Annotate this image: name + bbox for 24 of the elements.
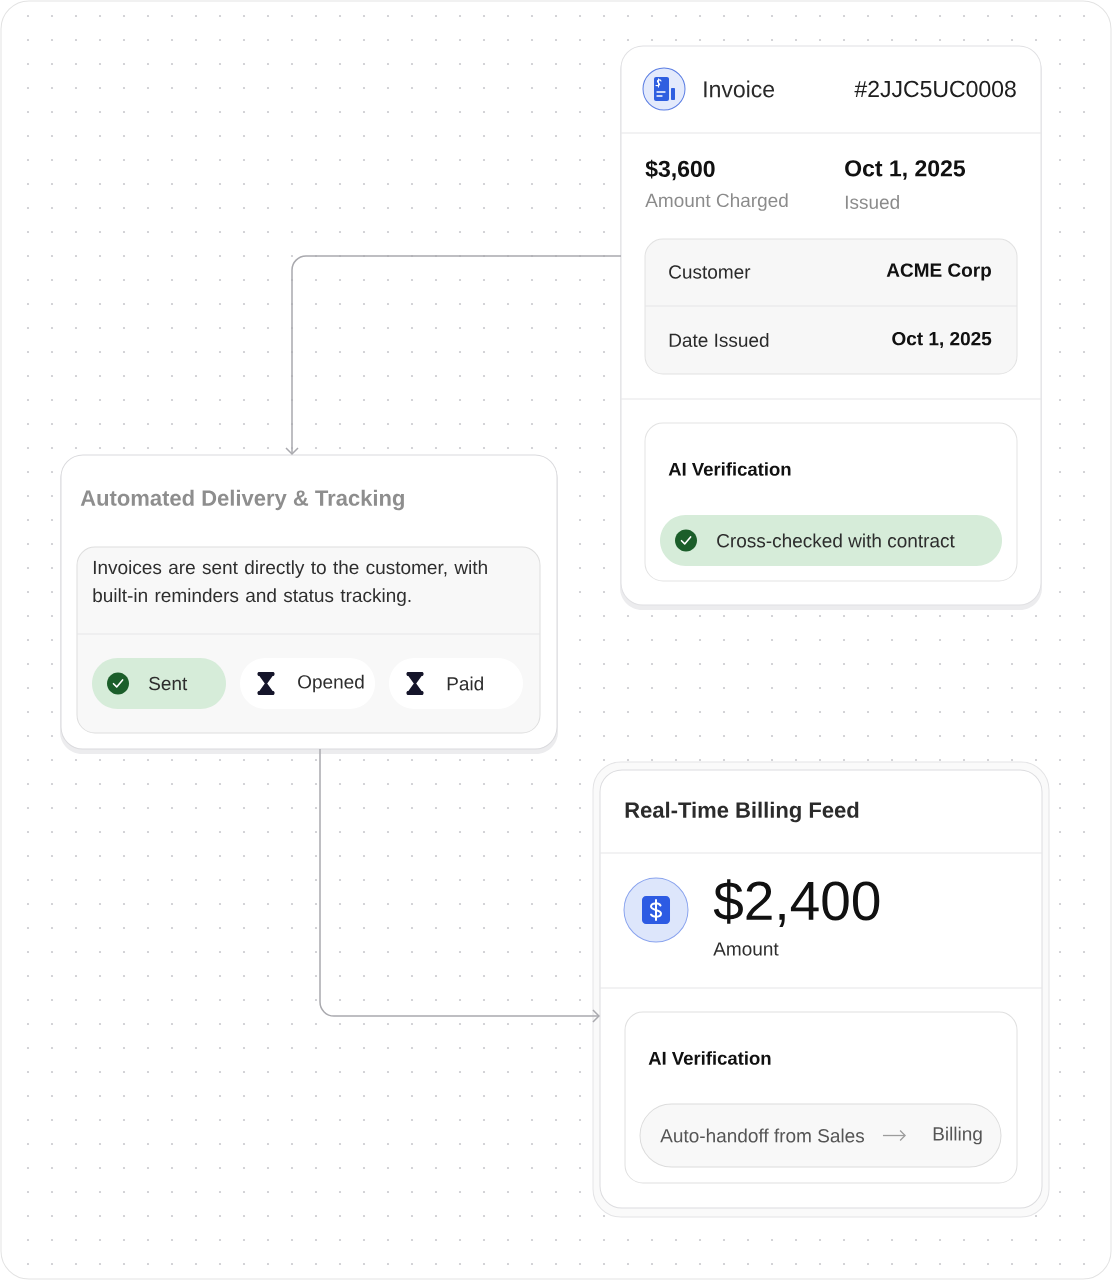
card-title: Invoice	[704, 80, 775, 98]
handoff-pill	[639, 1103, 1002, 1168]
field-label: Customer	[669, 265, 751, 279]
card-title: Automated Delivery & Tracking	[80, 489, 404, 511]
connector-arrow	[285, 255, 622, 455]
card-title: Real-Time Billing Feed	[625, 801, 859, 823]
description-text: Invoices are sent directly to the customer, with built-in reminders and status tracking.	[93, 560, 487, 606]
connector-arrow	[319, 748, 600, 1023]
flow-arrow	[882, 1129, 906, 1142]
amount-value: $2,400	[713, 879, 880, 927]
field-value: Oct 1, 2025	[892, 331, 992, 349]
panel-title: AI Verification	[648, 1051, 771, 1065]
field-label: Date Issued	[669, 333, 769, 347]
step-label: Billing	[933, 1126, 982, 1145]
date-value: Oct 1, 2025	[845, 160, 965, 180]
panel-title: AI Verification	[668, 462, 791, 476]
invoice-number: #2JJC5UC0008	[854, 80, 1016, 98]
step-label: Auto-handoff from Sales	[660, 1128, 865, 1143]
date-caption: Issued	[845, 195, 899, 209]
status-pill: Cross-checked with contract	[660, 515, 1002, 566]
amount-value: $3,600	[645, 159, 715, 181]
amount-caption: Amount Charged	[645, 193, 788, 211]
amount-caption: Amount	[713, 942, 779, 956]
field-value: ACME Corp	[886, 263, 991, 281]
